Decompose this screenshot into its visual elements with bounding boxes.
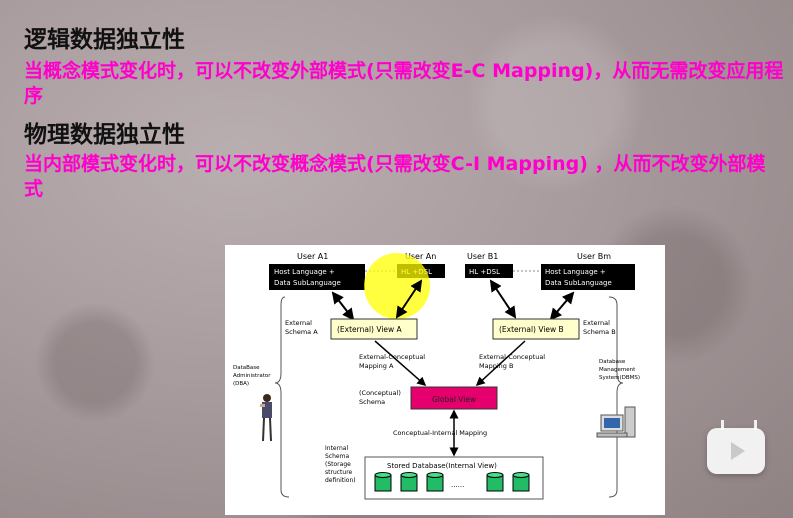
- dbms-line2: Management: [599, 367, 636, 373]
- external-schema-b-line2: Schema B: [583, 328, 616, 336]
- hl-dsl-box-b: [465, 264, 513, 278]
- dba-person-figure: [260, 394, 272, 442]
- cursor-highlight: [364, 253, 430, 319]
- conceptual-schema-line2: Schema: [359, 398, 385, 406]
- internal-schema-line4: structure: [325, 469, 353, 476]
- conceptual-schema-line1: (Conceptual): [359, 389, 401, 397]
- global-view-box: [410, 386, 498, 410]
- host-language-b-line2: Data SubLanguage: [545, 279, 612, 287]
- ci-mapping-label: Conceptual-Internal Mapping: [393, 429, 487, 437]
- bilibili-play-icon[interactable]: [707, 428, 765, 474]
- stored-database-text: Stored Database(Internal View): [387, 462, 497, 470]
- hl-dsl-b-text: HL +DSL: [469, 268, 500, 276]
- external-schema-b-line1: External: [583, 319, 610, 327]
- dba-line1: DataBase: [233, 365, 260, 371]
- ec-mapping-a-line2: Mapping A: [359, 362, 394, 370]
- label-user-bm: User Bm: [577, 252, 611, 261]
- internal-schema-line2: Schema: [325, 453, 349, 460]
- database-cylinders: ......: [374, 472, 530, 492]
- external-view-a-text: (External) View A: [337, 325, 403, 334]
- heading-logical-independence: 逻辑数据独立性: [24, 27, 185, 53]
- host-language-b-line1: Host Language +: [545, 268, 606, 276]
- db-cylinder-3: [426, 472, 444, 492]
- dbms-line1: Database: [599, 359, 626, 365]
- ec-mapping-b-line1: External-Conceptual: [479, 353, 545, 361]
- external-schema-a-line2: Schema A: [285, 328, 318, 336]
- external-view-b-box: [492, 318, 580, 340]
- dba-line2: Administrator: [233, 373, 271, 379]
- host-language-box-a: [269, 264, 365, 290]
- db-ellipsis: ......: [451, 481, 464, 489]
- internal-schema-line5: definition): [325, 477, 356, 484]
- db-cylinder-4: [486, 472, 504, 492]
- label-user-a1: User A1: [297, 252, 328, 261]
- host-language-a-line1: Host Language +: [274, 268, 335, 276]
- db-cylinder-5: [512, 472, 530, 492]
- global-view-text: Global View: [432, 395, 476, 404]
- internal-schema-line3: (Storage: [325, 461, 351, 468]
- internal-schema-line1: Internal: [325, 445, 348, 452]
- external-schema-a-line1: External: [285, 319, 312, 327]
- host-language-box-b: [541, 264, 635, 290]
- db-cylinder-1: [374, 472, 392, 492]
- ec-mapping-b-line2: Mapping B: [479, 362, 513, 370]
- label-user-b1: User B1: [467, 252, 498, 261]
- host-language-a-line2: Data SubLanguage: [274, 279, 341, 287]
- paragraph-logical-independence: 当概念模式变化时，可以不改变外部模式(只需改变E-C Mapping)，从而无需…: [24, 60, 784, 107]
- three-schema-architecture-diagram: User A1 User An User B1 User Bm Host Lan…: [225, 245, 665, 515]
- paragraph-physical-independence: 当内部模式变化时，可以不改变概念模式(只需改变C-I Mapping) ，从而不…: [24, 153, 766, 200]
- heading-physical-independence: 物理数据独立性: [24, 122, 185, 148]
- external-view-b-text: (External) View B: [499, 325, 564, 334]
- computer-icon: [596, 406, 636, 438]
- dba-line3: (DBA): [233, 381, 249, 387]
- db-cylinder-2: [400, 472, 418, 492]
- label-user-an: User An: [405, 252, 436, 261]
- external-view-a-box: [330, 318, 418, 340]
- dbms-line3: System(DBMS): [599, 375, 640, 381]
